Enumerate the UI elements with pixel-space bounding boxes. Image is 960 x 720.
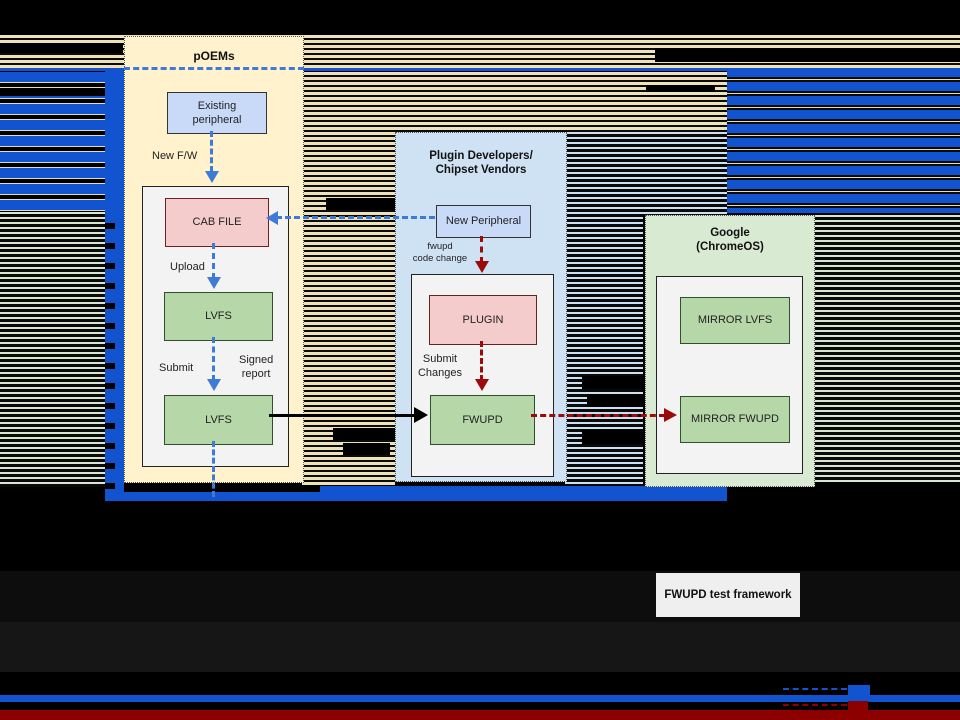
fwupd-test-framework-box: FWUPD test framework: [656, 573, 800, 617]
glitch-blue-hline: [0, 68, 727, 71]
fwupd-test-framework-label: FWUPD test framework: [664, 589, 792, 601]
glitch-black-bar: [582, 430, 643, 444]
google-inner-box: MIRROR LVFS MIRROR FWUPD: [656, 276, 803, 474]
glitch-green-right-region: [813, 215, 960, 482]
legend-red-dashed-line: [783, 704, 847, 706]
arrow-new-fw-line: [210, 131, 213, 172]
submit-changes-label: Submit Changes: [412, 353, 468, 381]
glitch-red-band-bottom: [0, 710, 960, 720]
signed-report-label: Signed report: [239, 354, 273, 382]
glitch-black-bar: [582, 376, 643, 389]
google-title-line1: Google: [710, 227, 750, 239]
glitch-black-bar: [326, 198, 395, 210]
glitch-blue-column: [105, 69, 124, 501]
fwupd-code-change-line2: code change: [412, 252, 468, 264]
google-panel-title: Google (ChromeOS): [646, 226, 814, 255]
new-peripheral-label: New Peripheral: [445, 215, 522, 228]
glitch-tan-above-google: [643, 72, 727, 132]
glitch-black-bar: [655, 48, 960, 62]
mirror-lvfs-box: MIRROR LVFS: [680, 297, 790, 344]
lvfs-bottom-label: LVFS: [205, 413, 232, 426]
new-fw-label: New F/W: [152, 150, 198, 162]
glitch-lightblue-above-google: [643, 132, 727, 215]
submit-label: Submit: [159, 362, 194, 374]
arrow-fwupd-code-change-line: [480, 236, 483, 263]
arrow-submit-head: [207, 379, 221, 391]
poems-dashed-divider: [124, 67, 304, 70]
glitch-black-bar: [0, 88, 105, 96]
submit-changes-line2: Changes: [417, 366, 463, 379]
existing-peripheral-label-line2: peripheral: [192, 114, 242, 126]
poems-inner-box: CAB FILE Upload LVFS Submit Signed repor…: [142, 186, 289, 467]
lvfs-bottom-box: LVFS: [164, 395, 273, 445]
cab-file-box: CAB FILE: [165, 198, 269, 247]
glitch-blue-column-dashes: [105, 209, 115, 499]
plugin-label: PLUGIN: [462, 313, 504, 326]
fwupd-code-change-label: fwupd code change: [404, 241, 476, 265]
glitch-green-left-region: [0, 212, 105, 487]
plugin-title-line2: Chipset Vendors: [435, 164, 527, 177]
glitch-tan-gap-left: [302, 72, 395, 485]
arrow-new-fw-head: [205, 171, 219, 183]
glitch-black-bar: [646, 85, 715, 92]
google-title-line2: (ChromeOS): [696, 241, 764, 254]
submit-changes-line1: Submit: [422, 353, 458, 365]
arrow-upload-head: [207, 277, 221, 289]
signed-report-line1: Signed: [239, 354, 274, 366]
plugin-panel-title: Plugin Developers/ Chipset Vendors: [396, 149, 566, 178]
glitch-black-bar: [0, 43, 123, 53]
legend-blue-arrow-block: [848, 685, 870, 695]
plugin-box: PLUGIN: [429, 295, 537, 345]
glitch-black-bar: [587, 394, 643, 407]
mirror-fwupd-label: MIRROR FWUPD: [691, 413, 779, 426]
poems-panel-title: pOEMs: [193, 49, 235, 63]
legend-blue-dashed-line: [783, 688, 847, 690]
glitch-blue-band-under-panels: [106, 492, 727, 501]
new-peripheral-box: New Peripheral: [436, 205, 531, 238]
google-panel: Google (ChromeOS) MIRROR LVFS MIRROR FWU…: [645, 215, 815, 487]
plugin-title-line1: Plugin Developers/: [429, 150, 533, 162]
arrow-lvfs-continuation-line: [212, 441, 215, 497]
glitch-blue-sliver: [320, 486, 727, 492]
glitch-black-bar: [333, 428, 395, 440]
lvfs-top-label: LVFS: [205, 310, 232, 323]
arrow-new-peripheral-to-cab-head: [266, 211, 278, 225]
mirror-lvfs-label: MIRROR LVFS: [697, 314, 773, 327]
arrow-fwupd-to-mirror-head: [664, 408, 677, 422]
arrow-new-peripheral-to-cab-line: [276, 216, 435, 219]
arrow-fwupd-code-change-head: [475, 261, 489, 273]
fwupd-label: FWUPD: [462, 413, 503, 426]
upload-label: Upload: [170, 261, 205, 273]
arrow-fwupd-to-mirror-line: [531, 414, 665, 417]
fwupd-box: FWUPD: [430, 395, 535, 445]
arrow-submit-changes-head: [475, 379, 489, 391]
cab-file-label: CAB FILE: [192, 216, 242, 229]
glitch-charcoal-band-2: [0, 622, 960, 672]
glitch-charcoal-band-1: [0, 571, 960, 622]
plugin-inner-box: PLUGIN Submit Changes FWUPD: [411, 274, 554, 477]
glitch-black-bar: [343, 443, 390, 455]
arrow-submit-changes-line: [480, 341, 483, 381]
legend-red-arrow-block: [848, 701, 868, 712]
plugin-developers-panel: Plugin Developers/ Chipset Vendors New P…: [395, 132, 567, 482]
glitch-lightblue-gap-right: [565, 132, 643, 485]
mirror-fwupd-box: MIRROR FWUPD: [680, 396, 790, 443]
fwupd-code-change-line1: fwupd: [427, 241, 453, 252]
arrow-submit-line: [212, 337, 215, 381]
glitch-blue-band-bottom: [0, 695, 960, 702]
lvfs-top-box: LVFS: [164, 292, 273, 341]
glitch-bluebands-right: [727, 68, 960, 213]
arrow-lvfs-to-fwupd-head: [414, 407, 428, 423]
existing-peripheral-label-line1: Existing: [197, 99, 237, 112]
signed-report-line2: report: [241, 367, 271, 380]
arrow-upload-line: [212, 243, 215, 279]
arrow-lvfs-to-fwupd-line: [269, 414, 416, 417]
glitch-tan-above-plugin: [395, 72, 643, 132]
existing-peripheral-box: Existing peripheral: [167, 92, 267, 134]
